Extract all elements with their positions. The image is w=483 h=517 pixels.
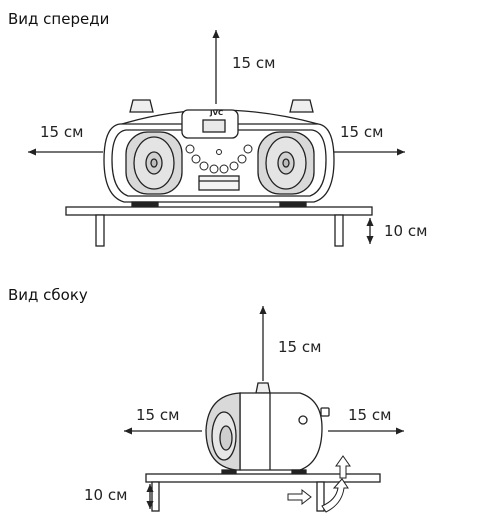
side-bottom-clearance: 10 см bbox=[84, 486, 127, 504]
front-view-title: Вид спереди bbox=[8, 10, 109, 28]
side-view: Вид сбоку 15 см 15 см 15 см bbox=[8, 286, 404, 513]
front-left-clearance: 15 см bbox=[40, 123, 83, 141]
side-right-clearance: 15 см bbox=[348, 406, 391, 424]
front-top-clearance: 15 см bbox=[232, 54, 275, 72]
airflow-arrow-icon bbox=[287, 455, 351, 513]
side-speaker-icon bbox=[211, 411, 237, 461]
side-shelf-icon bbox=[145, 473, 381, 512]
front-bottom-clearance: 10 см bbox=[384, 222, 427, 240]
front-right-speaker-icon bbox=[257, 131, 315, 195]
boombox-front bbox=[103, 99, 335, 207]
boombox-side bbox=[205, 382, 330, 475]
front-right-clearance: 15 см bbox=[340, 123, 383, 141]
side-left-clearance: 15 см bbox=[136, 406, 179, 424]
front-view: Вид спереди 15 см 15 см 15 см bbox=[8, 10, 427, 247]
side-top-clearance: 15 см bbox=[278, 338, 321, 356]
front-left-speaker-icon bbox=[125, 131, 183, 195]
front-control-buttons bbox=[185, 144, 253, 174]
side-view-title: Вид сбоку bbox=[8, 286, 88, 304]
front-shelf-icon bbox=[65, 206, 373, 247]
jvc-logo: JVC bbox=[209, 109, 223, 117]
